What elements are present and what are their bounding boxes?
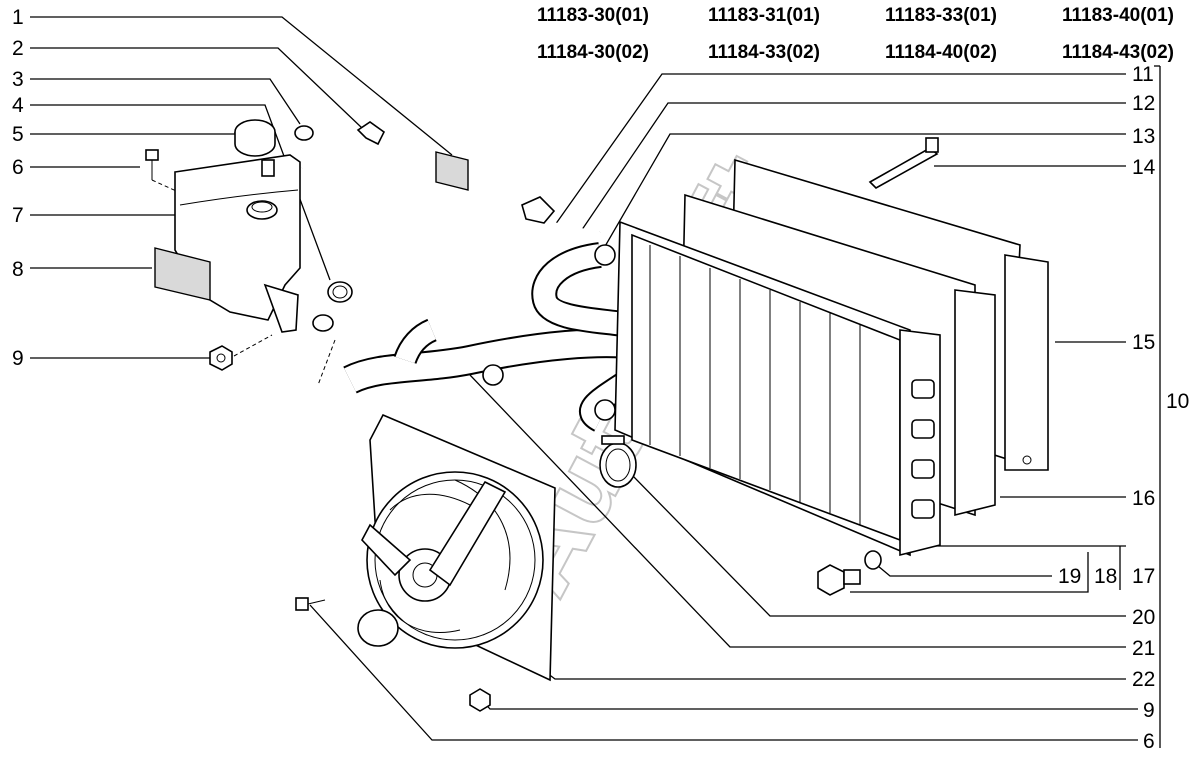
expansion-tank-cap <box>234 119 276 157</box>
callout-number: 8 <box>12 258 24 281</box>
model-code: 11183-33(01) <box>885 5 997 26</box>
radiator-front <box>594 220 941 557</box>
callout-number: 9 <box>12 347 24 370</box>
model-code: 11184-30(02) <box>537 42 649 63</box>
clamp-small <box>294 125 314 141</box>
model-code: 11183-40(01) <box>1062 5 1174 26</box>
fan-nut <box>469 688 491 712</box>
sealing-washer <box>864 550 882 570</box>
callout-number: 10 <box>1166 390 1189 413</box>
model-code: 11183-30(01) <box>537 5 649 26</box>
callout-number: 13 <box>1132 125 1155 148</box>
drain-plug <box>817 564 861 596</box>
callout-number: 12 <box>1132 92 1155 115</box>
model-code: 11183-31(01) <box>708 5 820 26</box>
hose-clamp <box>599 435 637 488</box>
label-plate <box>435 151 469 191</box>
callout-number: 6 <box>12 156 24 179</box>
model-code: 11184-33(02) <box>708 42 820 63</box>
model-header: 11183-30(01) 11183-31(01) 11183-33(01) 1… <box>537 5 1174 63</box>
callout-number: 20 <box>1132 606 1155 629</box>
fan-bolt <box>295 597 326 611</box>
right-callouts: 11 12 13 14 15 16 17 18 19 20 21 22 9 6 … <box>1058 63 1189 753</box>
callout-number: 21 <box>1132 637 1155 660</box>
callout-number: 2 <box>12 37 24 60</box>
hose-clip <box>356 121 386 146</box>
tank-label <box>154 247 211 301</box>
bleed-fitting <box>521 196 556 224</box>
callout-number: 14 <box>1132 156 1156 179</box>
clamp-medium <box>327 281 353 303</box>
model-code: 11184-43(02) <box>1062 42 1174 63</box>
model-code: 11184-40(02) <box>885 42 997 63</box>
callout-number: 6 <box>1143 730 1155 753</box>
radiator-fins <box>649 245 861 525</box>
callout-number: 19 <box>1058 565 1081 588</box>
upper-hose <box>301 161 602 246</box>
callout-number: 5 <box>12 123 24 146</box>
callout-number: 9 <box>1143 699 1155 722</box>
nut <box>209 334 273 371</box>
callout-number: 11 <box>1132 63 1154 86</box>
tank-outlet-hose <box>312 314 336 386</box>
callout-number: 15 <box>1132 331 1155 354</box>
expansion-tank <box>174 154 301 333</box>
drain-tool <box>868 137 939 189</box>
callout-number: 4 <box>12 94 24 117</box>
callout-number: 1 <box>12 6 24 29</box>
left-callouts: 1 2 3 4 5 6 7 8 9 <box>12 6 24 370</box>
lower-hose <box>343 318 642 394</box>
callout-number: 16 <box>1132 487 1155 510</box>
callout-number: 18 <box>1094 565 1117 588</box>
cooling-fan-assembly <box>357 413 556 682</box>
callout-number: 17 <box>1132 565 1155 588</box>
callout-number: 3 <box>12 68 24 91</box>
callout-number: 7 <box>12 204 24 227</box>
left-leader-lines <box>30 16 453 359</box>
callout-number: 22 <box>1132 668 1155 691</box>
